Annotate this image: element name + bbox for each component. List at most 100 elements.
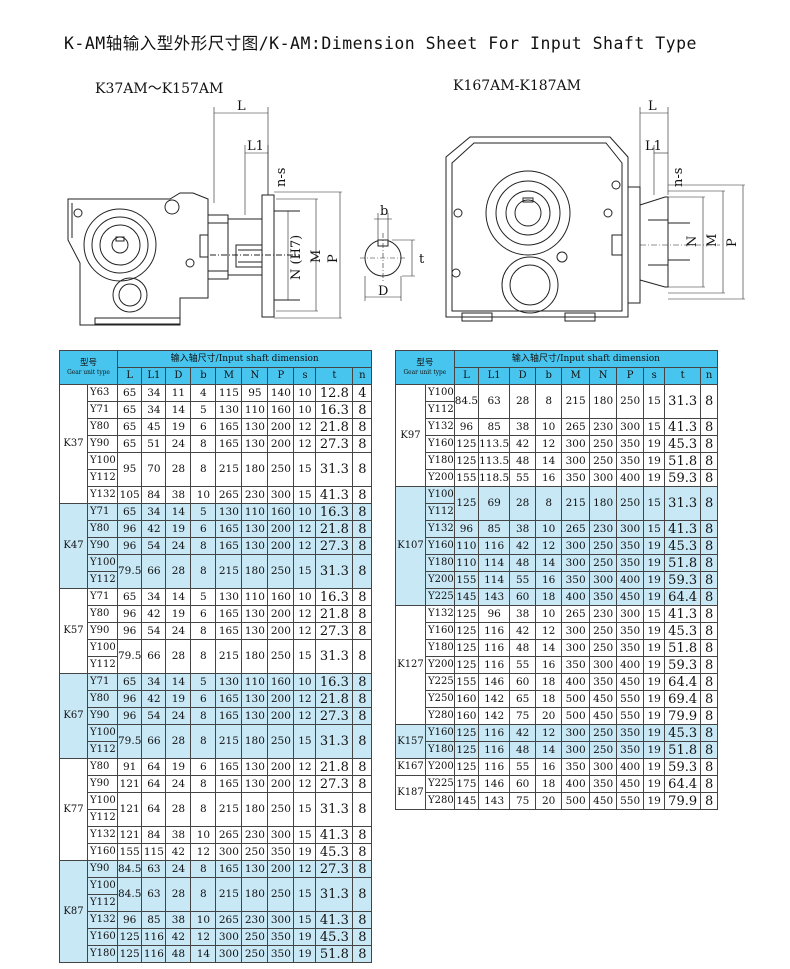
cell-m: 300	[561, 554, 591, 572]
cell-l: 160	[453, 707, 480, 725]
motor-frame-cell: Y160	[87, 843, 118, 861]
cell-b: 16	[535, 571, 563, 589]
motor-frame-cell: Y71	[87, 401, 118, 419]
cell-l1: 84	[141, 486, 167, 504]
motor-frame-cell: Y100	[87, 554, 118, 572]
cell-b: 8	[190, 639, 217, 674]
cell-n: 300	[589, 656, 618, 674]
dim-label-n: N (H7)	[289, 235, 304, 280]
cell-n: 8	[352, 503, 373, 521]
cell-m: 265	[215, 826, 243, 844]
motor-frame-cell: Y132	[87, 826, 118, 844]
gear-unit-cell: K77	[59, 758, 88, 861]
cell-l: 65	[116, 673, 143, 691]
motor-frame-cell: Y200	[425, 571, 455, 589]
cell-s: 19	[643, 435, 666, 453]
cell-l1: 63	[478, 384, 511, 419]
cell-n: 8	[352, 758, 373, 776]
table-row: Y112	[396, 401, 718, 419]
cell-l: 121	[116, 792, 143, 827]
cell-n: 110	[241, 588, 269, 606]
cell-p: 350	[616, 435, 645, 453]
cell-s: 19	[293, 843, 317, 861]
cell-t: 41.3	[664, 605, 702, 623]
cell-l1: 66	[141, 639, 167, 674]
cell-d: 65	[509, 690, 537, 708]
cell-l: 96	[116, 707, 143, 725]
dim-label-p: P	[326, 254, 341, 263]
cell-s: 19	[643, 673, 666, 691]
cell-d: 28	[165, 639, 192, 674]
motor-frame-cell: Y100	[87, 452, 118, 470]
cell-s: 19	[643, 588, 666, 606]
cell-m: 265	[561, 520, 591, 538]
group-header: 输入轴尺寸/Input shaft dimension	[116, 350, 373, 368]
cell-t: 59.3	[664, 758, 702, 776]
cell-b: 5	[190, 588, 217, 606]
motor-frame-cell: Y80	[87, 690, 118, 708]
cell-l: 125	[453, 724, 480, 742]
cell-p: 200	[267, 435, 295, 453]
cell-p: 400	[616, 758, 645, 776]
cell-n: 250	[589, 554, 618, 572]
cell-l1: 42	[141, 605, 167, 623]
cell-b: 12	[190, 843, 217, 861]
cell-p: 200	[267, 707, 295, 725]
right-dimension-table: 型号 Gear unit type 输入轴尺寸/Input shaft dime…	[395, 350, 719, 810]
motor-frame-cell: Y112	[425, 401, 455, 419]
cell-t: 64.4	[664, 588, 702, 606]
cell-l1: 116	[478, 656, 511, 674]
cell-p: 200	[267, 860, 295, 878]
cell-s: 15	[293, 877, 317, 912]
cell-t: 31.3	[315, 639, 354, 674]
cell-p: 550	[616, 690, 645, 708]
cell-l1: 34	[141, 503, 167, 521]
cell-s: 15	[293, 486, 317, 504]
table-row: Y112	[60, 894, 372, 912]
cell-b: 20	[535, 707, 563, 725]
cell-n: 350	[589, 775, 618, 793]
cell-b: 8	[190, 435, 217, 453]
cell-m: 215	[215, 724, 243, 759]
cell-l: 125	[453, 639, 480, 657]
cell-n: 8	[352, 775, 373, 793]
cell-t: 31.3	[664, 384, 702, 419]
motor-frame-cell: Y90	[87, 707, 118, 725]
cell-n: 130	[241, 775, 269, 793]
cell-s: 19	[293, 945, 317, 963]
motor-frame-cell: Y200	[425, 469, 455, 487]
cell-p: 300	[267, 826, 295, 844]
motor-frame-cell: Y90	[87, 622, 118, 640]
motor-frame-cell: Y90	[87, 537, 118, 555]
cell-p: 300	[616, 418, 645, 436]
cell-n: 8	[700, 741, 719, 759]
cell-b: 6	[190, 690, 217, 708]
cell-b: 20	[535, 792, 563, 810]
cell-s: 19	[643, 452, 666, 470]
cell-b: 18	[535, 775, 563, 793]
gear-unit-cell: K37	[59, 384, 88, 504]
cell-p: 250	[267, 452, 295, 487]
cell-l: 110	[453, 554, 480, 572]
col-header-t: t	[664, 367, 702, 385]
cell-s: 19	[643, 775, 666, 793]
cell-n: 8	[352, 622, 373, 640]
cell-d: 42	[509, 435, 537, 453]
cell-l: 79.5	[116, 554, 143, 589]
cell-d: 28	[165, 792, 192, 827]
cell-m: 165	[215, 605, 243, 623]
cell-d: 19	[165, 418, 192, 436]
cell-l: 96	[116, 520, 143, 538]
cell-m: 165	[215, 860, 243, 878]
cell-l1: 146	[478, 673, 511, 691]
cell-n: 8	[700, 469, 719, 487]
cell-m: 400	[561, 775, 591, 793]
cell-t: 27.3	[315, 435, 354, 453]
